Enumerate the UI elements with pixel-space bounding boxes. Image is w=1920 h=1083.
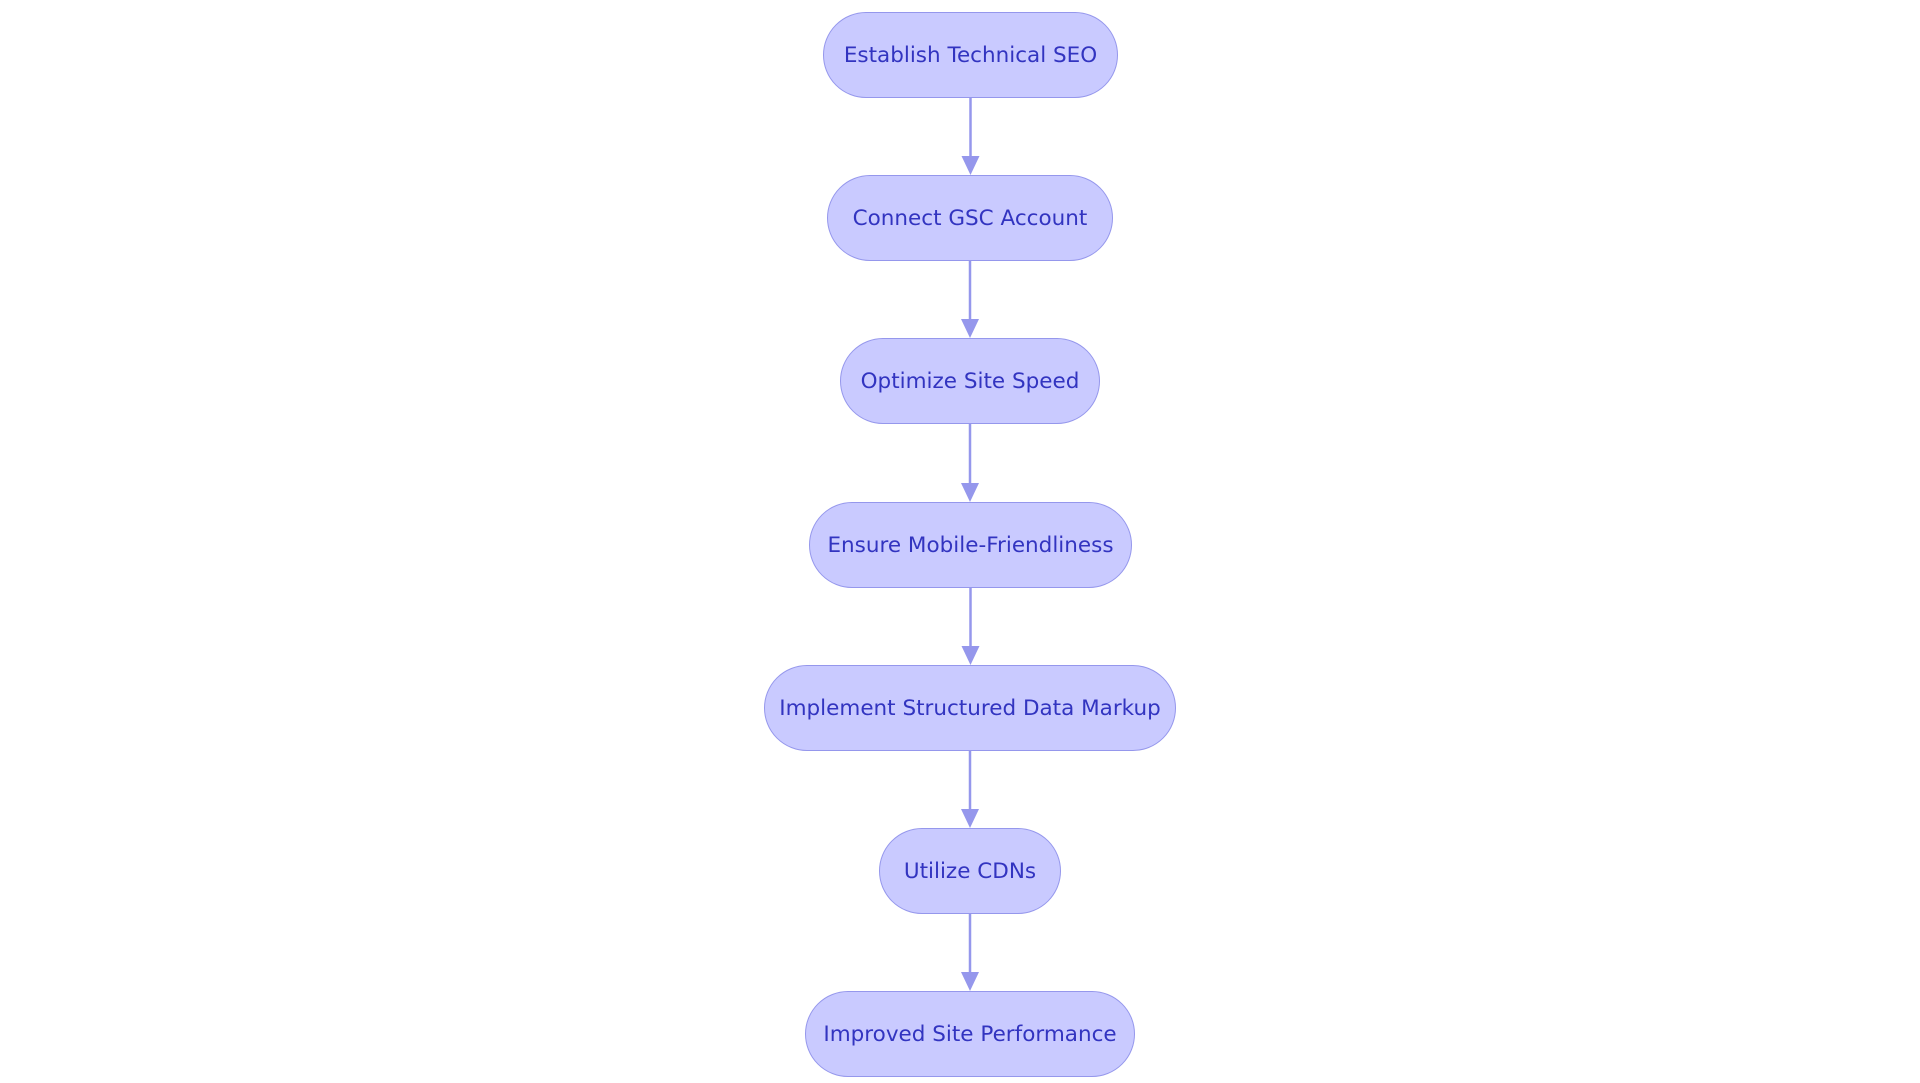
- arrowhead-icon: [961, 646, 980, 665]
- node-improved-site-performance[interactable]: Improved Site Performance: [805, 991, 1135, 1077]
- edge-arrow-n6-n7: [961, 914, 979, 991]
- edge-arrow-n1-n2: [961, 98, 980, 175]
- node-label: Optimize Site Speed: [860, 368, 1080, 394]
- node-label: Implement Structured Data Markup: [779, 695, 1161, 721]
- arrowhead-icon: [961, 809, 979, 828]
- arrowhead-icon: [961, 483, 979, 502]
- node-utilize-cdns[interactable]: Utilize CDNs: [879, 828, 1061, 914]
- edge-arrow-n2-n3: [961, 261, 979, 338]
- node-label: Improved Site Performance: [823, 1021, 1117, 1047]
- node-connect-gsc-account[interactable]: Connect GSC Account: [827, 175, 1113, 261]
- edge-arrow-n5-n6: [961, 751, 979, 828]
- node-label: Connect GSC Account: [852, 205, 1088, 231]
- node-ensure-mobile-friendliness[interactable]: Ensure Mobile-Friendliness: [809, 502, 1132, 588]
- edge-arrow-n3-n4: [961, 424, 979, 502]
- node-implement-structured-data-markup[interactable]: Implement Structured Data Markup: [764, 665, 1176, 751]
- arrowhead-icon: [961, 972, 979, 991]
- node-optimize-site-speed[interactable]: Optimize Site Speed: [840, 338, 1100, 424]
- node-label: Utilize CDNs: [903, 858, 1037, 884]
- edge-arrow-n4-n5: [961, 588, 980, 665]
- node-label: Ensure Mobile-Friendliness: [827, 532, 1114, 558]
- node-establish-technical-seo[interactable]: Establish Technical SEO: [823, 12, 1118, 98]
- arrowhead-icon: [961, 319, 979, 338]
- node-label: Establish Technical SEO: [843, 42, 1098, 68]
- arrowhead-icon: [961, 156, 980, 175]
